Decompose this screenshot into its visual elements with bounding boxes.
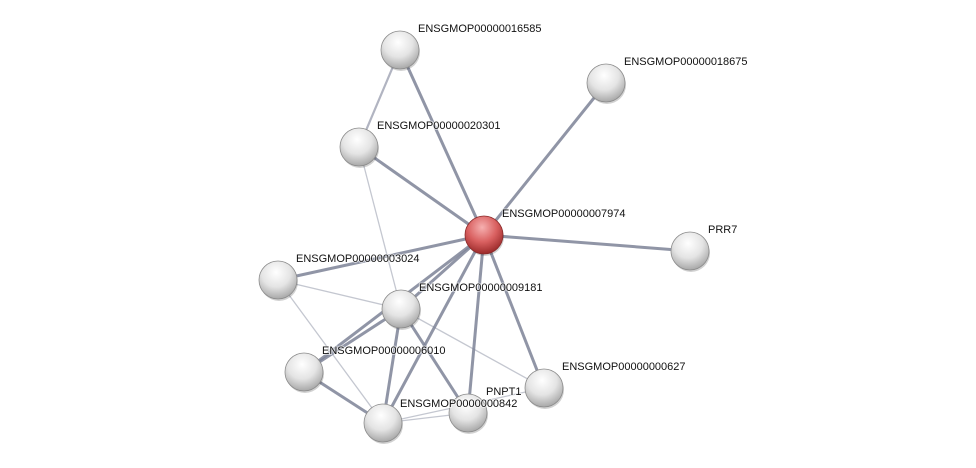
node-n0627[interactable] — [524, 368, 564, 409]
node-n16585[interactable] — [380, 30, 420, 71]
edge-n3024-n9181[interactable] — [277, 279, 402, 310]
protein-node[interactable] — [339, 127, 379, 167]
protein-node[interactable] — [670, 231, 710, 271]
query-protein-node[interactable] — [464, 215, 504, 255]
edge-n7974-pnpt1[interactable] — [466, 234, 486, 414]
node-pnpt1[interactable] — [448, 393, 488, 434]
node-n9181[interactable] — [381, 289, 421, 330]
node-n7974[interactable] — [464, 215, 504, 256]
edge-n7974-n0627[interactable] — [482, 234, 546, 389]
node-label: ENSGMOP0000000842 — [400, 398, 517, 410]
nodes: ENSGMOP00000016585ENSGMOP00000018675ENSG… — [258, 22, 749, 444]
protein-node[interactable] — [380, 30, 420, 70]
node-label: ENSGMOP00000020301 — [377, 120, 501, 132]
node-n18675[interactable] — [586, 63, 626, 104]
node-n6010[interactable] — [284, 352, 324, 393]
protein-node[interactable] — [524, 368, 564, 408]
node-label: ENSGMOP00000000627 — [562, 361, 686, 373]
edge-n18675-n7974[interactable] — [482, 82, 608, 236]
edge-n3024-n842[interactable] — [277, 279, 384, 424]
node-label: ENSGMOP00000018675 — [624, 56, 748, 68]
edge-n20301-n7974[interactable] — [358, 145, 485, 237]
edge-n7974-n3024[interactable] — [277, 233, 485, 282]
edge-n7974-prr7[interactable] — [483, 233, 691, 253]
protein-node[interactable] — [284, 352, 324, 392]
node-prr7[interactable] — [670, 231, 710, 272]
edge-n9181-pnpt1[interactable] — [399, 308, 470, 414]
protein-node[interactable] — [586, 63, 626, 103]
edge-n9181-n0627[interactable] — [400, 308, 545, 389]
protein-node[interactable] — [363, 403, 403, 443]
node-label: ENSGMOP00000006010 — [322, 345, 446, 357]
node-label: ENSGMOP00000016585 — [418, 23, 542, 35]
protein-node[interactable] — [381, 289, 421, 329]
node-label: PRR7 — [708, 224, 737, 236]
node-n20301[interactable] — [339, 127, 379, 168]
node-n3024[interactable] — [258, 260, 298, 301]
node-label: ENSGMOP00000007974 — [502, 208, 626, 220]
edges — [277, 49, 691, 425]
node-label: ENSGMOP00000009181 — [419, 282, 543, 294]
node-label: ENSGMOP00000003024 — [296, 253, 420, 265]
protein-node[interactable] — [258, 260, 298, 300]
edge-n20301-n9181[interactable] — [358, 146, 402, 310]
protein-node[interactable] — [448, 393, 488, 433]
edge-n16585-n7974[interactable] — [398, 49, 486, 236]
edge-n7974-n842[interactable] — [381, 234, 486, 424]
node-labels: ENSGMOP00000016585ENSGMOP00000018675ENSG… — [295, 22, 749, 411]
node-label: PNPT1 — [486, 386, 521, 398]
node-n842[interactable] — [363, 403, 403, 444]
